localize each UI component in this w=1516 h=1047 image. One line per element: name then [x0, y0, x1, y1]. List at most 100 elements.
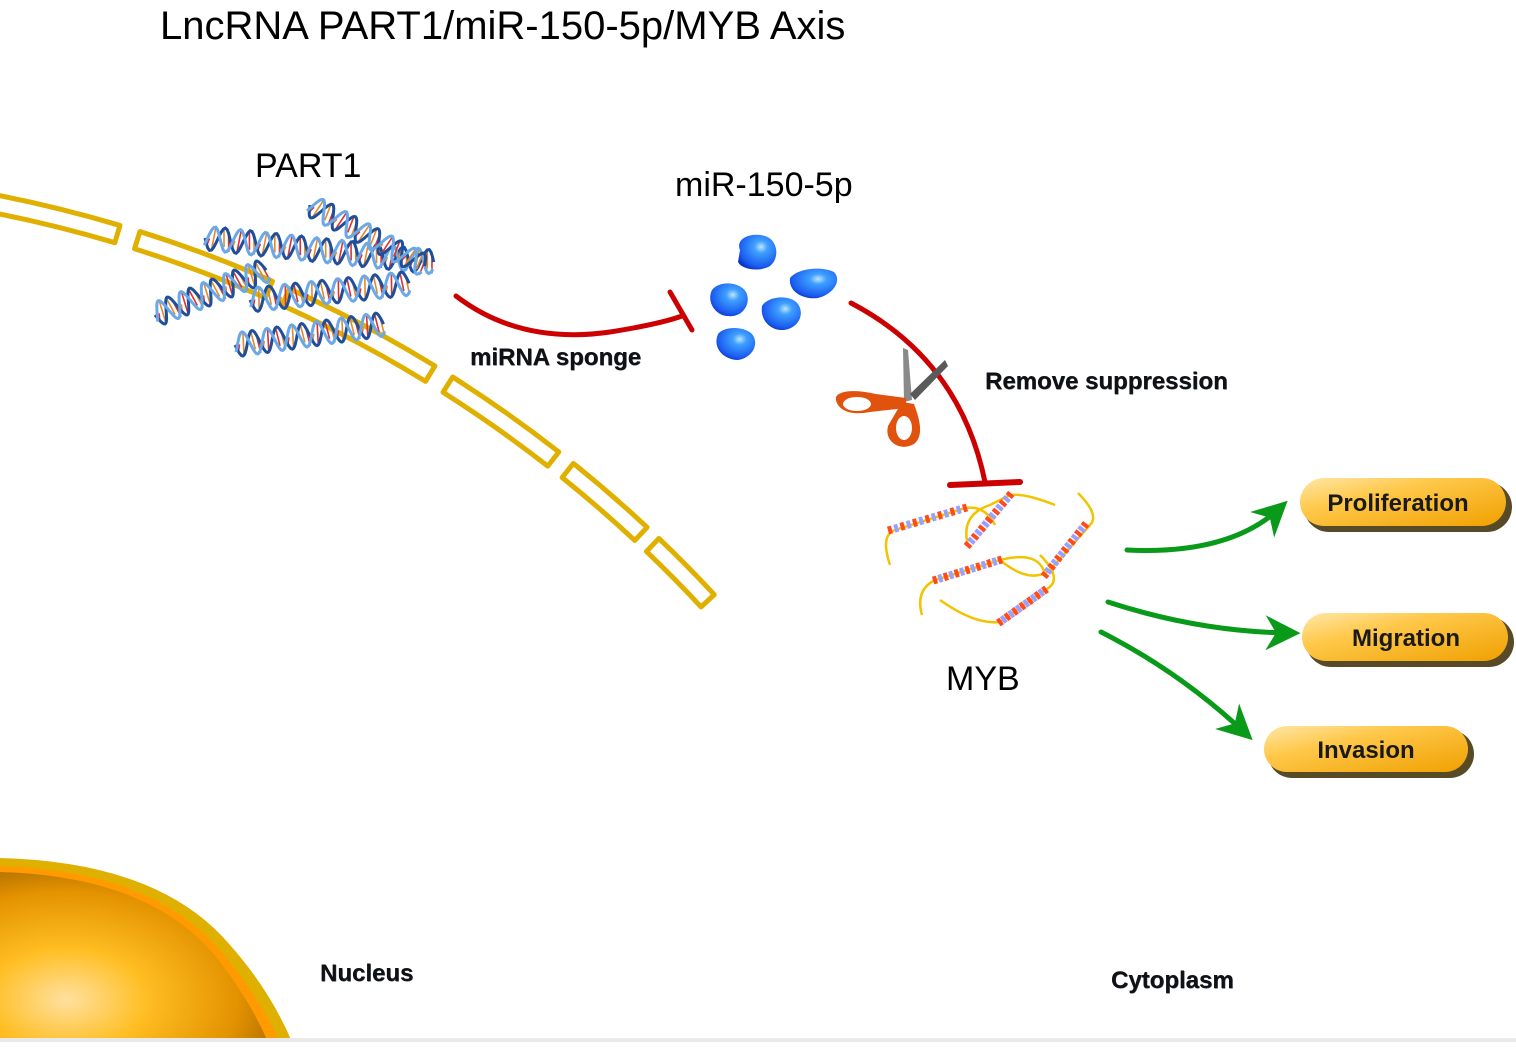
lncrna-helix-icon	[153, 197, 436, 358]
cytoplasm-label: Cytoplasm	[1111, 967, 1234, 994]
bottom-border	[0, 1038, 1516, 1042]
mrna-codon	[1033, 590, 1042, 600]
helix-strand	[233, 311, 386, 358]
mrna-codon	[970, 532, 980, 541]
mrna-codon	[1060, 545, 1070, 555]
suppression-edge-label: Remove suppression	[985, 368, 1228, 395]
mrna-codon	[999, 614, 1008, 624]
mrna-codon	[1053, 554, 1063, 563]
diagram-title: LncRNA PART1/miR-150-5p/MYB Axis	[160, 4, 846, 48]
mrna-codon	[1040, 570, 1050, 580]
myb-label: MYB	[946, 660, 1020, 698]
mrna-codon	[948, 570, 955, 580]
mirna-blob-icon	[710, 234, 838, 360]
membrane-segment	[440, 374, 562, 469]
mrna-curve	[965, 493, 1056, 546]
mrna-codon	[924, 514, 931, 524]
mrna-codon	[1047, 562, 1057, 571]
mrna-codon	[974, 528, 983, 537]
mrna-codon	[991, 507, 1001, 516]
mrna-codon	[911, 518, 919, 528]
mrna-codon	[980, 560, 987, 570]
mrna-strand-icon	[884, 490, 1095, 627]
mrna-codon	[967, 536, 976, 545]
mrna-codon	[949, 507, 956, 517]
helix-strand	[248, 270, 412, 313]
mrna-codon	[931, 575, 939, 585]
mrna-codon	[975, 562, 982, 572]
mrna-codon	[1005, 490, 1015, 500]
mrna-codon	[986, 558, 993, 568]
membrane-segment	[559, 460, 650, 543]
sponge-edge-label: miRNA sponge	[470, 344, 642, 371]
membrane-segment	[643, 535, 717, 610]
mrna-curve	[884, 506, 997, 566]
mrna-codon	[984, 515, 994, 525]
mrna-codon	[958, 567, 966, 577]
mrna-codon	[942, 572, 949, 582]
outcome-label: Invasion	[1317, 737, 1414, 764]
mrna-codon	[1003, 612, 1012, 622]
mirna-label: miR-150-5p	[675, 166, 853, 204]
outcome-arrows	[1098, 500, 1301, 741]
arrow-to-proliferation	[1124, 500, 1288, 553]
mrna-codon	[1002, 495, 1011, 504]
mrna-codon	[964, 565, 971, 575]
outcome-label: Proliferation	[1327, 490, 1468, 517]
mrna-codon	[886, 525, 894, 535]
helix-strand	[306, 197, 428, 276]
mrna-codon	[899, 521, 906, 531]
mrna-codon	[953, 568, 960, 578]
mrna-codon	[1037, 588, 1046, 598]
mrna-codon	[1070, 533, 1080, 542]
scissors-icon	[835, 348, 948, 447]
outcome-invasion: Invasion	[1264, 726, 1474, 778]
outcome-label: Migration	[1352, 625, 1460, 652]
cell-membrane	[0, 193, 717, 610]
mrna-codon	[963, 540, 973, 550]
mrna-codon	[1067, 537, 1077, 546]
sponge-inhibition-edge	[453, 289, 695, 338]
mrna-codon	[1080, 520, 1090, 530]
mrna-codon	[1018, 601, 1027, 611]
mrna-codon	[961, 503, 969, 513]
nucleus-label: Nucleus	[320, 960, 414, 987]
mrna-codon	[995, 503, 1004, 512]
mrna-codon	[1063, 541, 1073, 550]
membrane-segment	[279, 286, 438, 384]
mrna-codon	[977, 524, 987, 533]
mrna-codon	[1077, 525, 1087, 534]
part1-label: PART1	[255, 147, 362, 185]
mrna-codon	[943, 509, 950, 518]
mrna-codon	[1026, 596, 1034, 606]
mrna-codon	[1041, 585, 1049, 595]
membrane-segment	[0, 193, 123, 246]
mrna-codon	[1022, 598, 1031, 608]
nucleus-shape	[0, 858, 292, 1042]
mrna-codon	[936, 510, 944, 520]
mrna-codon	[930, 512, 937, 522]
mrna-codon	[1011, 606, 1019, 616]
mrna-codon	[969, 563, 977, 573]
arrow-to-invasion	[1098, 629, 1253, 741]
arrow-to-migration	[1105, 599, 1301, 651]
mrna-codon	[996, 555, 1004, 565]
mrna-codon	[1073, 529, 1083, 538]
mrna-codon	[996, 617, 1004, 627]
mrna-codon	[937, 573, 944, 583]
mrna-codon	[1014, 604, 1023, 614]
mrna-codon	[955, 505, 962, 515]
mrna-codon	[988, 511, 997, 520]
outcome-migration: Migration	[1302, 613, 1514, 667]
mrna-codon	[905, 520, 912, 529]
mrna-codon	[1029, 593, 1038, 603]
mrna-codon	[998, 499, 1008, 508]
mrna-codon	[1050, 558, 1060, 567]
mrna-codon	[918, 516, 925, 526]
mrna-codon	[981, 520, 990, 529]
helix-strand	[153, 259, 271, 326]
mrna-codon	[1043, 566, 1053, 575]
suppression-inhibition-edge	[848, 300, 1023, 488]
mrna-codon	[1057, 550, 1067, 559]
